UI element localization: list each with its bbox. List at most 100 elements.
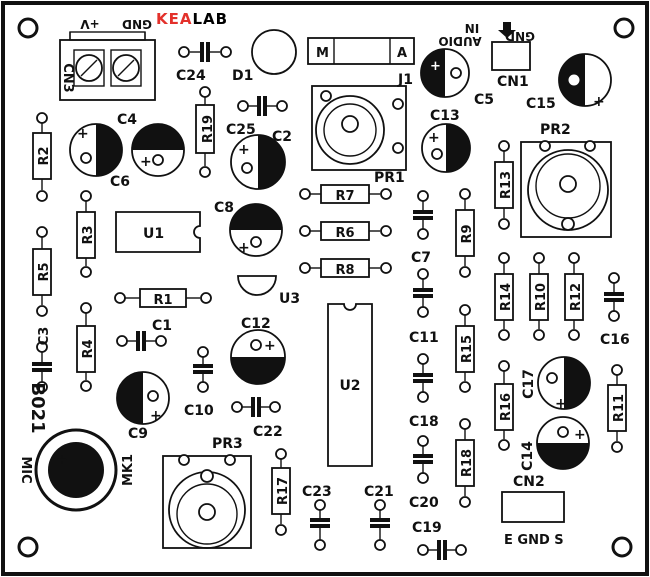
c2-capacitor: + xyxy=(230,134,286,190)
c7-capacitor xyxy=(413,190,433,240)
svg-text:+: + xyxy=(593,94,605,110)
c16-label: C16 xyxy=(600,332,630,348)
c9-capacitor: + xyxy=(116,371,170,425)
mk1-label: MK1 xyxy=(121,454,136,486)
c17-capacitor: + xyxy=(537,356,591,412)
c10-capacitor xyxy=(193,346,213,393)
r17-label: R17 xyxy=(276,477,291,505)
svg-text:+: + xyxy=(140,154,152,170)
c23-label: C23 xyxy=(302,484,332,500)
r5-resistor xyxy=(32,226,52,317)
svg-text:+: + xyxy=(150,408,162,424)
r6-resistor xyxy=(299,221,392,241)
r1-resistor xyxy=(114,288,212,308)
cn1-gnd-label: GND xyxy=(505,29,535,43)
c23-capacitor xyxy=(310,499,330,551)
c20-capacitor xyxy=(413,435,433,484)
c2-label: C2 xyxy=(272,129,292,145)
mk1-microphone: + xyxy=(34,428,118,512)
u3-label: U3 xyxy=(279,291,300,307)
r15-resistor xyxy=(455,304,475,393)
c20-label: C20 xyxy=(409,495,439,511)
svg-text:+: + xyxy=(264,338,276,354)
c4-label: C4 xyxy=(117,112,137,128)
r16-label: R16 xyxy=(499,393,514,421)
r12-resistor xyxy=(564,252,584,341)
pr3-label: PR3 xyxy=(212,436,243,452)
c22-label: C22 xyxy=(253,424,283,440)
svg-text:+: + xyxy=(574,427,586,443)
r16-resistor xyxy=(494,360,514,451)
j1-a-label: A xyxy=(397,46,407,61)
r17-resistor xyxy=(271,448,291,536)
c7-label: C7 xyxy=(411,250,431,266)
svg-text:+: + xyxy=(77,126,89,142)
c21-label: C21 xyxy=(364,484,394,500)
u1-ic xyxy=(115,211,201,253)
r2-label: R2 xyxy=(37,146,52,165)
r3-resistor xyxy=(76,190,96,278)
c21-capacitor xyxy=(370,499,390,551)
r13-label: R13 xyxy=(499,171,514,199)
r14-resistor xyxy=(494,252,514,341)
r19-resistor xyxy=(195,86,215,178)
r7-resistor xyxy=(299,184,392,204)
c13-label: C13 xyxy=(430,108,460,124)
c1-label: C1 xyxy=(152,318,172,334)
cn3-pin-plusv: +V xyxy=(80,17,100,31)
cn2-connector xyxy=(501,491,565,523)
d1-label: D1 xyxy=(232,68,253,84)
r8-resistor xyxy=(299,258,392,278)
c4-capacitor: + xyxy=(131,123,185,177)
j1-m-label: M xyxy=(316,46,329,61)
svg-text:+: + xyxy=(238,142,250,158)
c22-capacitor xyxy=(231,397,281,417)
c25-capacitor xyxy=(237,96,288,116)
c17-label: C17 xyxy=(521,369,537,399)
c8-capacitor: + xyxy=(229,203,283,257)
pr3-trimmer xyxy=(162,454,252,549)
c14-capacitor: + xyxy=(536,416,590,470)
r2-resistor xyxy=(32,112,52,202)
r14-label: R14 xyxy=(499,283,514,311)
r15-label: R15 xyxy=(460,335,475,363)
c5-label: C5 xyxy=(474,92,494,108)
pr2-label: PR2 xyxy=(540,122,571,138)
u3-transistor xyxy=(237,275,277,296)
r18-resistor xyxy=(455,418,475,508)
r4-resistor xyxy=(76,302,96,392)
c11-capacitor xyxy=(413,268,433,318)
c19-capacitor xyxy=(417,540,467,560)
j1-label: J1 xyxy=(397,72,413,88)
c11-label: C11 xyxy=(409,330,439,346)
cn3-terminal-block xyxy=(59,31,156,101)
c16-capacitor xyxy=(604,272,624,322)
c12-label: C12 xyxy=(241,316,271,332)
c9-label: C9 xyxy=(128,426,148,442)
c3-capacitor xyxy=(32,341,52,393)
r4-label: R4 xyxy=(81,339,96,358)
cn3-label: CN3 xyxy=(60,63,75,92)
r18-label: R18 xyxy=(460,449,475,477)
c10-label: C10 xyxy=(184,403,214,419)
cn1-connector xyxy=(491,22,531,71)
j1-connector xyxy=(307,37,415,65)
mounting-holes xyxy=(17,17,635,558)
r7-label: R7 xyxy=(335,189,354,204)
svg-text:+: + xyxy=(238,240,250,256)
pr2-trimmer xyxy=(520,140,612,238)
c1-capacitor xyxy=(116,331,167,351)
r9-resistor xyxy=(455,188,475,278)
c18-label: C18 xyxy=(409,414,439,430)
board-code: B021 xyxy=(27,382,48,433)
c18-capacitor xyxy=(413,353,433,403)
mic-label: MIC xyxy=(18,456,33,483)
c5-capacitor: + xyxy=(420,48,470,98)
r3-label: R3 xyxy=(81,225,96,244)
c15-capacitor: + xyxy=(558,53,612,110)
r9-label: R9 xyxy=(460,224,475,243)
pr1-trimmer xyxy=(311,85,407,171)
c25-label: C25 xyxy=(226,122,256,138)
c15-label: C15 xyxy=(526,96,556,112)
